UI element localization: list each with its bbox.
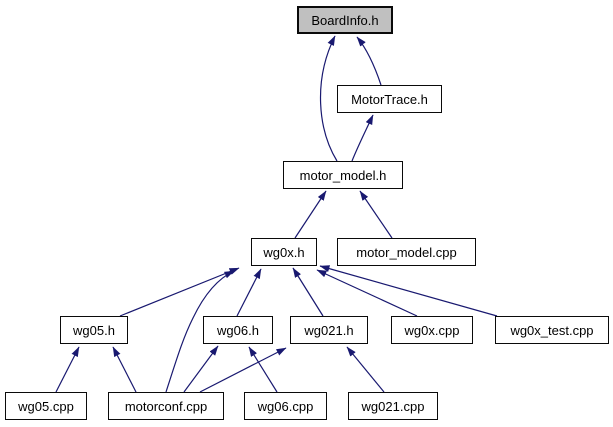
edge-wg06-cpp-to-wg06-h xyxy=(248,346,278,393)
edge-motor-model-cpp-to-motor-model-h xyxy=(359,190,393,239)
node-wg05-h[interactable]: wg05.h xyxy=(60,316,128,344)
node-label: wg05.h xyxy=(73,322,115,338)
node-wg0x-test-cpp[interactable]: wg0x_test.cpp xyxy=(495,316,609,344)
edge-motorconf-cpp-to-wg021-h xyxy=(199,347,287,393)
edge-wg021-cpp-to-wg021-h xyxy=(346,346,385,393)
node-label: wg021.cpp xyxy=(361,398,425,414)
edge-motorconf-cpp-to-wg06-h xyxy=(183,345,219,393)
node-wg05-cpp[interactable]: wg05.cpp xyxy=(5,392,87,420)
node-label: wg021.h xyxy=(304,322,354,338)
edge-wg0x-cpp-to-wg0x-h xyxy=(316,269,418,317)
edge-motorconf-cpp-to-wg0x-h xyxy=(165,270,235,393)
node-motorconf-cpp[interactable]: motorconf.cpp xyxy=(108,392,224,420)
node-label: wg06.cpp xyxy=(257,398,314,414)
node-boardinfo-h: BoardInfo.h xyxy=(297,6,393,34)
node-label: wg06.h xyxy=(217,322,259,338)
edge-wg0x-test-cpp-to-wg0x-h xyxy=(319,265,498,317)
node-label: MotorTrace.h xyxy=(351,91,428,107)
node-motortrace-h[interactable]: MotorTrace.h xyxy=(337,85,442,113)
node-label: motorconf.cpp xyxy=(124,398,208,414)
node-wg0x-h[interactable]: wg0x.h xyxy=(251,238,317,266)
edge-motor-model-h-to-boardinfo-h xyxy=(320,35,338,162)
node-label: wg0x_test.cpp xyxy=(510,322,594,338)
node-wg06-cpp[interactable]: wg06.cpp xyxy=(244,392,327,420)
node-label: wg05.cpp xyxy=(18,398,74,414)
edge-motorconf-cpp-to-wg05-h xyxy=(112,346,137,393)
node-label: motor_model.h xyxy=(299,167,387,183)
edge-wg06-h-to-wg0x-h xyxy=(236,268,262,317)
node-label: BoardInfo.h xyxy=(311,12,379,28)
node-wg021-h[interactable]: wg021.h xyxy=(290,316,368,344)
edge-wg05-cpp-to-wg05-h xyxy=(55,346,80,393)
node-label: wg0x.h xyxy=(263,244,305,260)
node-label: wg0x.cpp xyxy=(404,322,460,338)
edge-motor-model-h-to-motortrace-h xyxy=(351,114,374,162)
node-wg0x-cpp[interactable]: wg0x.cpp xyxy=(391,316,473,344)
node-wg021-cpp[interactable]: wg021.cpp xyxy=(348,392,438,420)
edge-wg0x-h-to-motor-model-h xyxy=(294,190,327,239)
edge-motortrace-h-to-boardinfo-h xyxy=(356,36,382,86)
node-wg06-h[interactable]: wg06.h xyxy=(203,316,273,344)
node-label: motor_model.cpp xyxy=(356,244,457,260)
node-motor-model-h[interactable]: motor_model.h xyxy=(283,161,403,189)
edge-wg021-h-to-wg0x-h xyxy=(292,267,324,317)
node-motor-model-cpp[interactable]: motor_model.cpp xyxy=(337,238,476,266)
edge-wg05-h-to-wg0x-h xyxy=(119,267,240,317)
